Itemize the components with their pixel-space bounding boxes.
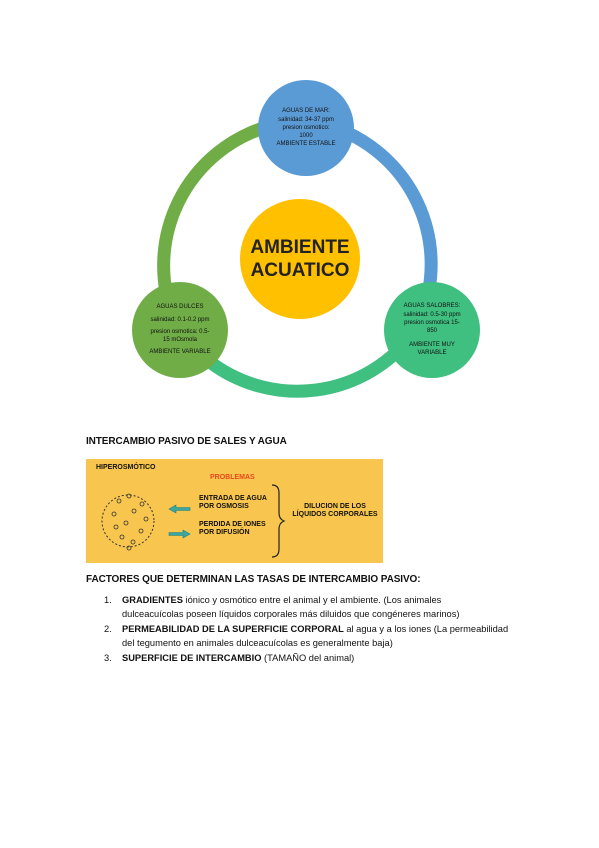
arrow-left-icon bbox=[168, 504, 191, 514]
list-item-text: (TAMAÑO del animal) bbox=[261, 653, 355, 663]
figure-graphics bbox=[101, 484, 286, 558]
ion-dots bbox=[111, 493, 149, 551]
right-brace-icon bbox=[271, 484, 286, 558]
perdida-label-line2: POR DIFUSIÓN bbox=[199, 529, 250, 536]
dulces-title: AGUAS DULCES bbox=[156, 304, 204, 311]
salobres-line3: 850 bbox=[426, 328, 437, 334]
list-item-number: 1. bbox=[104, 595, 112, 605]
dilucion-label-line2: LÍQUIDOS CORPORALES bbox=[292, 511, 378, 518]
arrow-right-icon bbox=[168, 529, 191, 539]
section-heading-intercambio: INTERCAMBIO PASIVO DE SALES Y AGUA bbox=[86, 436, 287, 447]
mar-line2: presion osmotico: bbox=[282, 124, 330, 131]
osmosis-figure: HIPEROSMÓTICO PROBLEMAS ENTRADA DE AGUA … bbox=[86, 459, 383, 563]
center-title-line2: ACUATICO bbox=[250, 260, 350, 281]
dulces-line3: 15 mOsmola bbox=[162, 337, 197, 344]
dulces-line1: salinidad: 0.1-0.2 ppm bbox=[150, 316, 210, 323]
entrada-label-line2: POR OSMOSIS bbox=[199, 503, 249, 510]
factors-list: 1. GRADIENTES iónico y osmótico entre el… bbox=[104, 593, 534, 666]
list-item-number: 3. bbox=[104, 653, 112, 663]
salobres-title: AGUAS SALOBRES: bbox=[403, 303, 461, 310]
mar-line1: salinidad: 34-37 ppm bbox=[278, 116, 334, 123]
list-item-text-cont: del tegumento en animales dulceacuícolas… bbox=[122, 638, 393, 648]
cell-circle bbox=[101, 494, 155, 548]
node-aguas-de-mar: AGUAS DE MAR: salinidad: 34-37 ppm presi… bbox=[258, 80, 354, 176]
ambiente-acuatico-diagram: AMBIENTE ACUATICO AGUAS DE MAR: salinida… bbox=[0, 0, 599, 420]
list-item-bold: SUPERFICIE DE INTERCAMBIO bbox=[122, 653, 262, 663]
section-heading-factores: FACTORES QUE DETERMINAN LAS TASAS DE INT… bbox=[86, 574, 421, 585]
hiperosmotico-label: HIPEROSMÓTICO bbox=[96, 464, 156, 471]
ring-arc-teal bbox=[206, 331, 418, 398]
salobres-line4: AMBIENTE MUY bbox=[409, 342, 455, 349]
list-item: 1. GRADIENTES iónico y osmótico entre el… bbox=[104, 593, 534, 621]
perdida-label-line1: PERDIDA DE IONES bbox=[199, 521, 266, 528]
problemas-label: PROBLEMAS bbox=[210, 474, 255, 481]
list-item-text: al agua y a los iones (La permeabilidad bbox=[343, 624, 509, 634]
mar-line3: 1000 bbox=[299, 133, 313, 140]
list-item-text: iónico y osmótico entre el animal y el a… bbox=[182, 595, 442, 605]
node-aguas-dulces: AGUAS DULCES salinidad: 0.1-0.2 ppm pres… bbox=[132, 282, 228, 378]
mar-title: AGUAS DE MAR: bbox=[282, 108, 330, 115]
center-node: AMBIENTE ACUATICO bbox=[240, 199, 360, 319]
list-item-number: 2. bbox=[104, 624, 112, 634]
list-item: 3. SUPERFICIE DE INTERCAMBIO (TAMAÑO del… bbox=[104, 651, 534, 665]
dilucion-label-line1: DILUCION DE LOS bbox=[304, 503, 366, 510]
list-item: 2. PERMEABILIDAD DE LA SUPERFICIE CORPOR… bbox=[104, 622, 534, 650]
center-title-line1: AMBIENTE bbox=[250, 237, 350, 258]
list-item-bold: GRADIENTES bbox=[122, 595, 183, 605]
mar-line4: AMBIENTE ESTABLE bbox=[276, 141, 336, 148]
list-item-bold: PERMEABILIDAD DE LA SUPERFICIE CORPORAL bbox=[122, 624, 344, 634]
salobres-line2: presion osmotica 15- bbox=[404, 319, 460, 326]
salobres-line1: salinidad: 0.5-30 ppm bbox=[403, 311, 461, 318]
node-aguas-salobres: AGUAS SALOBRES: salinidad: 0.5-30 ppm pr… bbox=[384, 282, 480, 378]
dulces-line2: presion osmotica: 0.5- bbox=[150, 328, 210, 335]
list-item-text-cont: dulceacuícolas poseen líquidos corporale… bbox=[122, 609, 460, 619]
entrada-label-line1: ENTRADA DE AGUA bbox=[199, 495, 267, 502]
salobres-line5: VARIABLE bbox=[417, 350, 447, 357]
dulces-line4: AMBIENTE VARIABLE bbox=[149, 349, 211, 356]
